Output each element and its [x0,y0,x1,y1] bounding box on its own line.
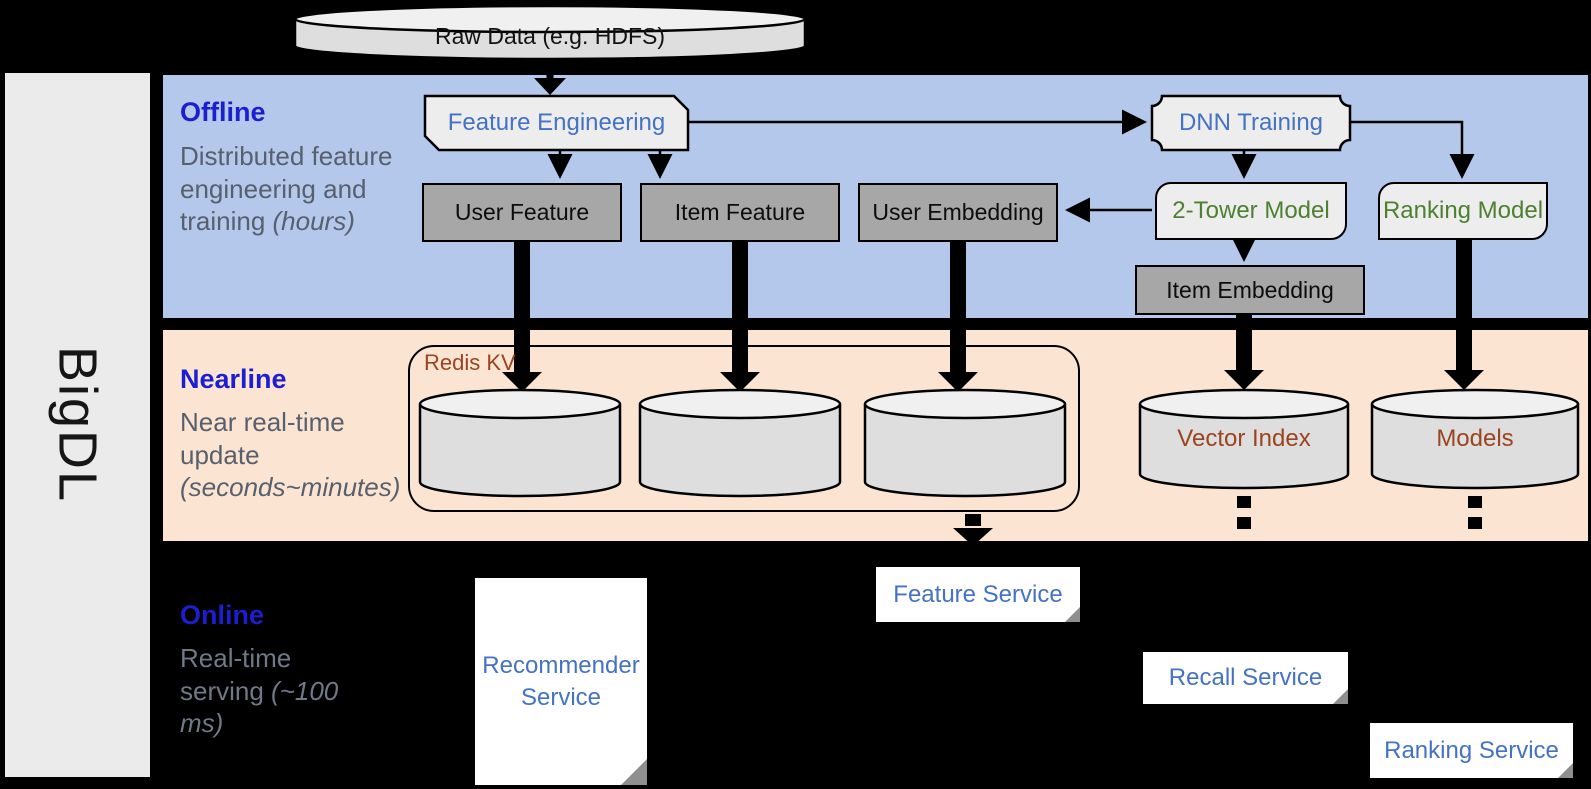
user-embedding-node: User Embedding [858,183,1058,242]
online-title: Online [180,600,265,630]
offline-desc-text: Distributed feature engineering and trai… [180,141,393,236]
feature-service-node: Feature Service [876,567,1080,622]
online-desc-italic: (~100 ms) [180,675,339,739]
kv-cylinder-2 [638,388,842,498]
models-cylinder [1370,388,1580,490]
dnn-training-shape [1150,94,1352,152]
arrow-ranking-model-to-models [1444,240,1484,390]
arrow-dnn-to-ranking-model [1350,120,1475,179]
item-feature-node: Item Feature [640,183,840,242]
nearline-desc-text: Near real-time update [180,407,345,470]
raw-data-label: Raw Data (e.g. HDFS) [434,22,666,49]
vector-index-cylinder [1138,388,1350,490]
dashed-arrow-rediskv-to-feature-service [953,514,993,546]
arrow-item-feature-to-kv2 [720,242,760,392]
offline-desc: Distributed feature engineering and trai… [180,140,412,238]
offline-desc-italic: (hours) [272,206,355,236]
nearline-desc: Near real-time update (seconds~minutes) [180,406,422,504]
vector-index-label: Vector Index [1177,425,1311,452]
arrow-user-feature-to-kv1 [502,242,542,392]
feature-engineering-node: Feature Engineering [447,109,666,136]
arrow-rawdata-to-feature-engineering [534,60,566,95]
models-label: Models [1436,425,1514,452]
dashed-arrow-vector-index-to-recall-service [1237,496,1251,529]
bigdl-label: BigDL [47,346,108,504]
dashed-arrow-models-to-ranking-service [1468,496,1482,529]
online-desc: Real-time serving (~100 ms) [180,642,340,740]
nearline-title: Nearline [180,364,287,394]
recall-service-node: Recall Service [1143,652,1348,704]
ranking-service-node: Ranking Service [1370,723,1573,778]
online-desc-text: Real-time serving [180,643,292,706]
kv-cylinder-1 [418,388,622,498]
user-feature-node: User Feature [422,183,622,242]
raw-data-cylinder [293,4,807,61]
two-tower-model-node: 2-Tower Model [1155,182,1347,240]
offline-title: Offline [180,97,266,127]
nearline-desc-italic: (seconds~minutes) [180,472,401,502]
arrow-item-embedding-to-vector-index [1224,315,1264,390]
feature-engineering-shape [423,94,690,152]
kv-cylinder-3 [863,388,1067,498]
arrow-user-embedding-to-kv3 [938,242,978,392]
dnn-training-node: DNN Training [1178,109,1324,136]
redis-kv-container [408,345,1080,512]
recommender-service-node: Recommender Service [475,578,647,785]
ranking-model-node: Ranking Model [1378,182,1548,240]
redis-kv-label: Redis KV [424,350,516,375]
bigdl-sidebar: BigDL [5,73,150,777]
item-embedding-node: Item Embedding [1135,265,1365,315]
